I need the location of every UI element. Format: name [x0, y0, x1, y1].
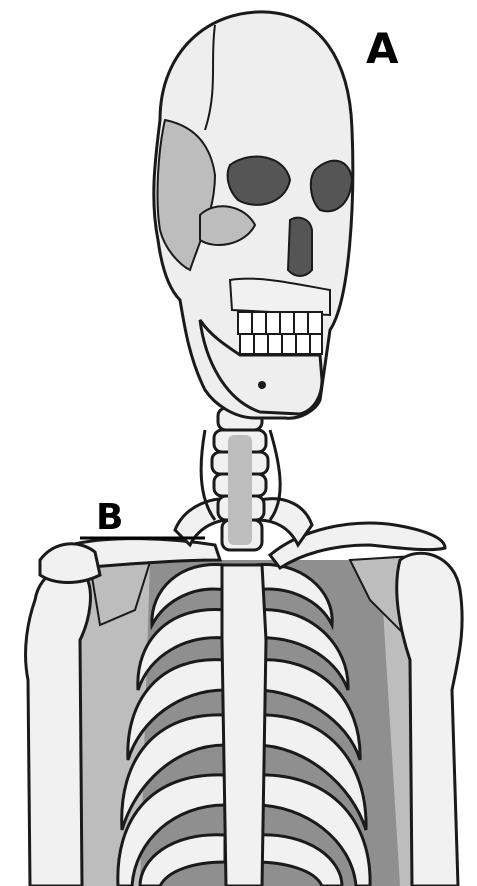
- humerus-left: [26, 568, 91, 886]
- cervical-spine: [212, 408, 268, 550]
- first-rib-arc-right: [258, 499, 312, 545]
- sternum: [222, 565, 266, 886]
- shoulder-left: [40, 544, 100, 583]
- mental-foramen: [258, 381, 266, 389]
- label-a: A: [366, 28, 399, 70]
- teeth: [238, 312, 322, 354]
- eye-socket-left: [228, 157, 290, 205]
- nasal-cavity: [288, 218, 312, 276]
- label-b: B: [96, 500, 123, 536]
- skull: [154, 12, 353, 418]
